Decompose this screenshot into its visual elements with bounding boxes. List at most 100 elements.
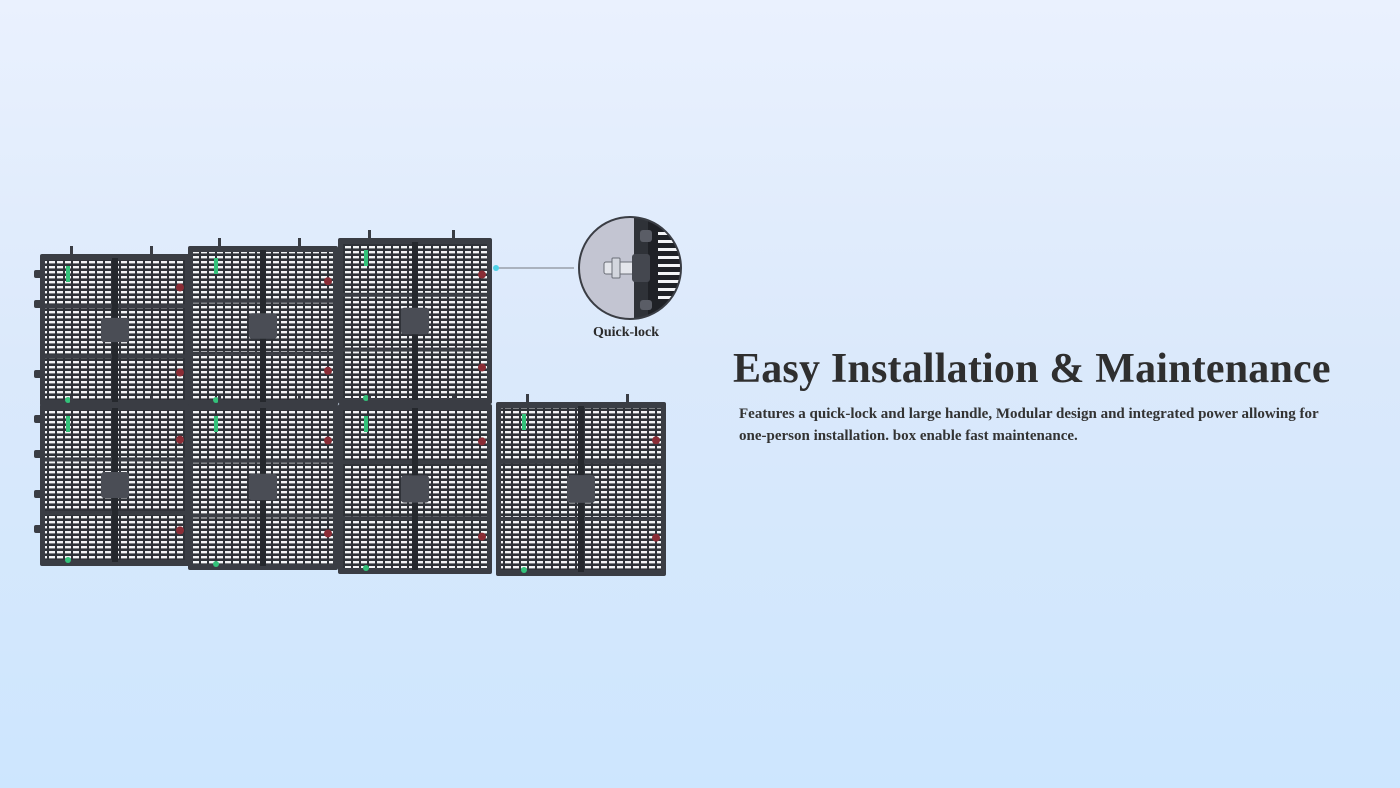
cabinet-handle [249,473,277,501]
led-module [45,260,112,400]
side-latch [34,450,44,458]
indicator-led [522,414,526,430]
indicator-led [65,397,71,403]
side-latch [34,270,44,278]
frame-rib [343,460,412,465]
frame-rib [45,457,112,462]
led-module [584,408,661,570]
lock-point [478,270,486,279]
led-module [266,252,333,400]
alignment-pin [526,394,529,404]
frame-rib [343,347,412,352]
alignment-pin [150,396,153,406]
frame-rib [118,354,185,359]
led-module [418,410,487,568]
lock-point [652,436,660,445]
product-image: Quick-lock [34,216,682,576]
cabinet-handle [101,472,129,498]
frame-rib [45,304,112,309]
frame-rib [193,298,260,303]
led-module [193,252,260,400]
led-module [501,408,578,570]
lock-point [176,368,184,377]
frame-rib [118,510,185,515]
led-module [45,410,112,560]
side-latch [34,490,44,498]
lock-point [324,529,332,538]
frame-rib [45,354,112,359]
frame-rib [193,351,260,356]
cabinet-handle [101,317,129,343]
callout-dot [493,265,499,271]
lock-point [176,526,184,535]
frame-rib [266,351,333,356]
indicator-led [364,250,368,266]
frame-rib [118,457,185,462]
alignment-pin [70,246,73,256]
side-latch [34,370,44,378]
indicator-led [214,416,218,432]
frame-rib [501,459,578,464]
alignment-pin [70,396,73,406]
led-module [343,244,412,398]
lock-point [324,277,332,286]
quick-lock-zoom-lens [578,216,682,320]
frame-rib [418,292,487,297]
frame-rib [343,516,412,521]
led-module [418,244,487,398]
cabinet-handle [401,475,429,503]
cabinet-handle [249,313,277,339]
frame-rib [418,347,487,352]
indicator-led [521,567,527,573]
indicator-led [214,258,218,274]
frame-rib [266,458,333,463]
cabinet-handle [401,307,429,335]
alignment-pin [626,394,629,404]
side-latch [34,415,44,423]
lock-point [652,533,660,542]
side-latch [34,300,44,308]
alignment-pin [218,396,221,406]
indicator-led [213,561,219,567]
alignment-pin [298,238,301,248]
alignment-pin [298,396,301,406]
frame-rib [501,516,578,521]
lock-point [478,363,486,372]
feature-title: Easy Installation & Maintenance [733,346,1331,392]
alignment-pin [368,230,371,240]
alignment-pin [368,396,371,406]
lock-point [478,437,486,446]
frame-rib [118,304,185,309]
lock-point [478,532,486,541]
frame-rib [584,516,661,521]
alignment-pin [150,246,153,256]
lock-point [324,436,332,445]
led-module [266,410,333,564]
indicator-led [66,416,70,432]
frame-rib [266,298,333,303]
frame-rib [343,292,412,297]
feature-text-block: Easy Installation & Maintenance Features… [733,343,1373,447]
indicator-led [363,565,369,571]
frame-rib [45,510,112,515]
alignment-pin [452,230,455,240]
frame-rib [193,513,260,518]
indicator-led [364,416,368,432]
lock-point [176,435,184,444]
alignment-pin [452,396,455,406]
led-module [118,410,185,560]
indicator-led [65,557,71,563]
frame-rib [266,513,333,518]
quick-lock-label: Quick-lock [592,325,660,340]
led-panel-wall-illustration [34,216,682,576]
indicator-led [66,266,70,282]
side-latch [34,525,44,533]
feature-description: Features a quick-lock and large handle, … [739,406,1319,444]
lock-point [324,366,332,375]
frame-rib [584,459,661,464]
cabinet-handle [567,475,595,503]
led-module [118,260,185,400]
indicator-led [363,395,369,401]
alignment-pin [218,238,221,248]
lock-point [176,283,184,292]
